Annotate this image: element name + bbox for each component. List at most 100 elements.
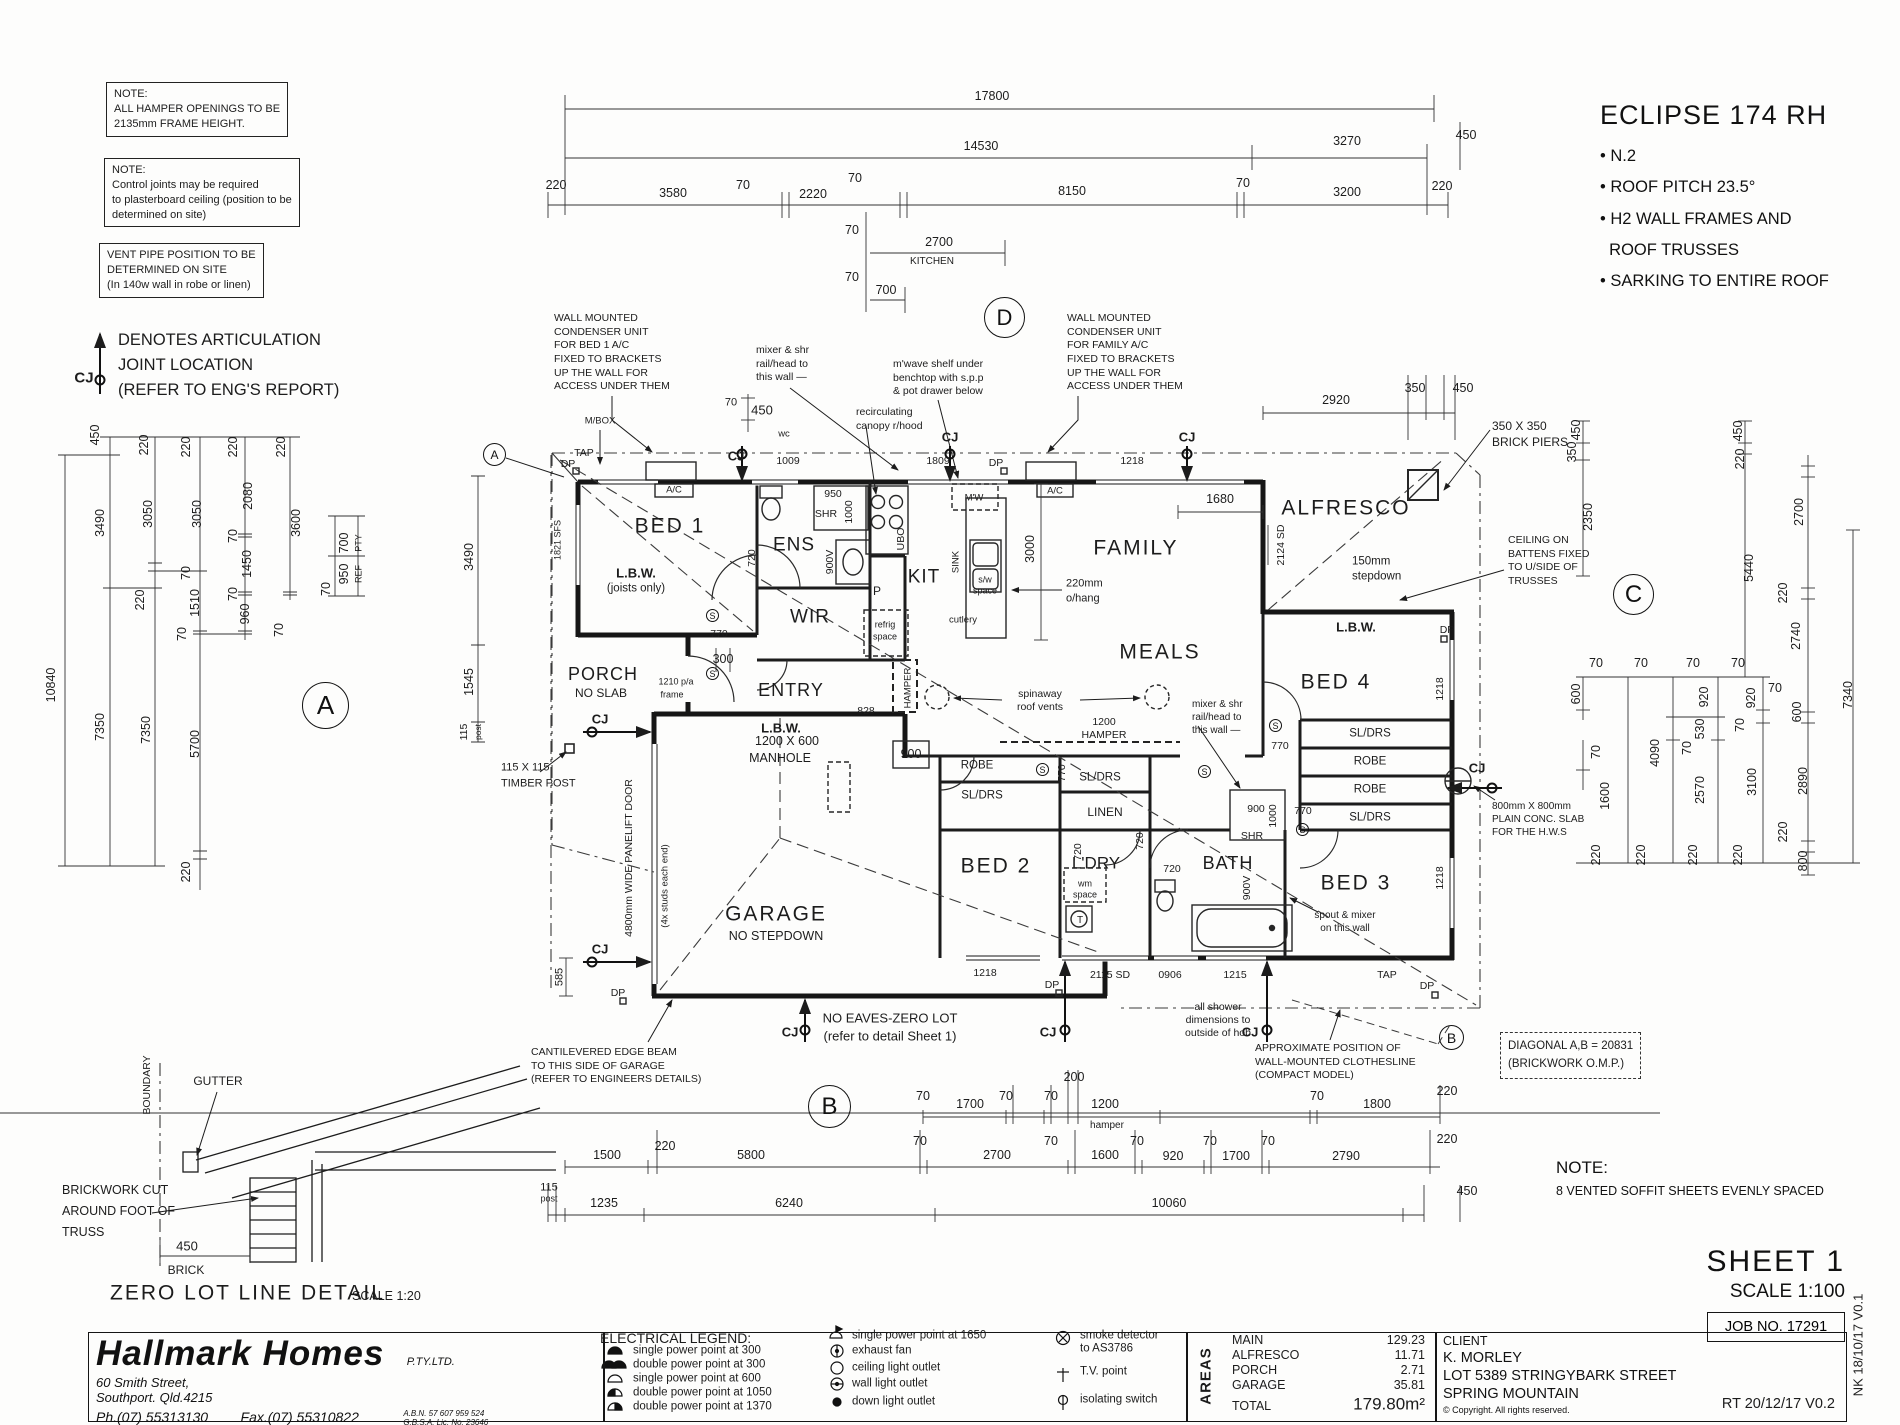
marker-S: S — [1296, 823, 1309, 836]
dim-label: 14530 — [963, 138, 999, 153]
dim-label: 17800 — [974, 88, 1010, 103]
dim-label: ELECTRICAL LEGEND: — [600, 1330, 752, 1346]
dim-label: TAP — [574, 446, 594, 459]
dim-label: 1235 — [590, 1195, 618, 1210]
eaves-outline — [551, 452, 1481, 1009]
dim-label: space — [1072, 889, 1098, 900]
dim-label: 220 — [1685, 844, 1700, 866]
legend-item: single power point at 300 — [633, 1344, 761, 1357]
dim-label: 1600 — [1597, 782, 1612, 810]
dim-label: 70 — [174, 627, 189, 641]
dim-label: 900 — [900, 746, 922, 761]
firm-block: Hallmark Homes P.TY.LTD. 60 Smith Street… — [96, 1334, 489, 1425]
door-arcs — [687, 544, 1339, 869]
dim-label: 70 — [318, 582, 333, 596]
dim-label: UBO — [894, 527, 907, 551]
room-garage: GARAGE — [725, 902, 827, 926]
dim-label: 7350 — [138, 716, 153, 744]
dim-label: 900V — [1240, 875, 1253, 901]
dim-label: 220 — [1431, 178, 1453, 193]
room-wir: WIR — [790, 606, 830, 628]
dim-label: on this wall — [1320, 923, 1370, 934]
dim-label: CJ — [727, 448, 745, 464]
legend-item: ceiling light outlet — [852, 1361, 941, 1374]
dim-label: 770 — [1055, 764, 1068, 782]
dim-label: 1000 — [1266, 804, 1279, 828]
room-kit: KIT — [907, 566, 941, 588]
dim-label: 950 — [336, 563, 351, 585]
legend-item: single power point at 600 — [633, 1372, 761, 1385]
dim-label: DP — [1419, 979, 1435, 992]
plan-title: ECLIPSE 174 RH — [1600, 100, 1828, 130]
dim-label: 70 — [1236, 175, 1250, 190]
dim-label: 70 — [848, 170, 862, 185]
dim-label: 450 — [1455, 127, 1477, 142]
dim-label: o/hang — [1066, 592, 1100, 605]
dimension-ticks — [58, 436, 485, 867]
dim-label: 4090 — [1647, 739, 1662, 767]
dim-label: 70 — [724, 396, 738, 409]
dim-label: 3200 — [1333, 184, 1361, 199]
dim-label: spout & mixer — [1314, 910, 1376, 921]
dim-label: 115 — [457, 723, 470, 741]
dim-label: 1215 — [1223, 968, 1247, 981]
marker-S: S — [1198, 765, 1211, 778]
dim-label: 350 — [1404, 380, 1426, 395]
dim-label: 800 — [1795, 850, 1810, 872]
dim-label: M'W — [964, 492, 984, 504]
roof-dashes — [559, 457, 1477, 1006]
dim-label: 2080 — [240, 482, 255, 510]
dim-label: L.B.W. — [616, 565, 656, 581]
dim-label: BOUNDARY — [140, 1055, 153, 1115]
dim-label: 0906 — [1158, 968, 1182, 981]
dim-label: 220 — [273, 436, 288, 458]
windows — [574, 478, 1456, 984]
dim-label: L.B.W. — [1336, 619, 1376, 635]
cj-symbol-label: CJ — [74, 369, 94, 387]
dim-label: BRICK PIERS — [1492, 435, 1569, 449]
legend-item: single power point at 1650 — [852, 1329, 987, 1342]
dim-label: 3490 — [92, 509, 107, 537]
areas-box — [1186, 1332, 1437, 1422]
dim-label: 920 — [1696, 686, 1711, 708]
legend-item: down light outlet — [852, 1395, 936, 1408]
legend-box — [603, 1332, 1188, 1422]
sheet-scale: SCALE 1:100 — [1729, 1281, 1845, 1302]
room-bed2: BED 2 — [960, 854, 1032, 878]
dim-label: 70 — [225, 587, 240, 601]
room-bed3: BED 3 — [1320, 871, 1392, 895]
areas-total-value: 179.80m² — [1353, 1394, 1425, 1414]
dim-label: 900V — [823, 549, 836, 575]
dim-label: CJ — [781, 1024, 799, 1040]
dim-label: 1545 — [461, 668, 476, 696]
dim-label: 2220 — [799, 186, 827, 201]
areas-row-label: MAIN — [1232, 1332, 1264, 1347]
dim-label: (4x studs each end) — [659, 844, 671, 928]
dim-label: wm — [1078, 878, 1092, 889]
dim-label: 1218 — [973, 966, 997, 979]
dim-label: 450 — [1568, 419, 1583, 441]
dim-label: 720 — [1071, 843, 1084, 861]
dim-label: CJ — [1468, 760, 1486, 776]
dim-label: 70 — [178, 566, 193, 580]
marker-A: A — [483, 443, 506, 466]
dim-label: 1700 — [956, 1096, 984, 1111]
dim-label: 2700 — [1791, 498, 1806, 526]
marker-C: C — [1613, 574, 1654, 615]
dim-label: CJ — [1178, 429, 1196, 445]
dim-label: 2700 — [983, 1147, 1011, 1162]
dim-label: outside of hob — [1185, 1026, 1251, 1039]
dim-label: 960 — [237, 603, 252, 625]
dim-label: T — [1076, 915, 1084, 926]
fixtures — [564, 461, 1472, 1005]
dim-label: 450 — [1452, 380, 1474, 395]
dim-label: 1210 p/a — [658, 676, 694, 687]
marker-S: S — [706, 667, 719, 680]
dim-label: CJ — [591, 941, 609, 957]
dim-label: 450 — [87, 424, 102, 446]
legend-item: double power point at 300 — [633, 1358, 766, 1371]
dim-label: 6240 — [775, 1195, 803, 1210]
dim-label: SL/DRS — [961, 789, 1003, 802]
